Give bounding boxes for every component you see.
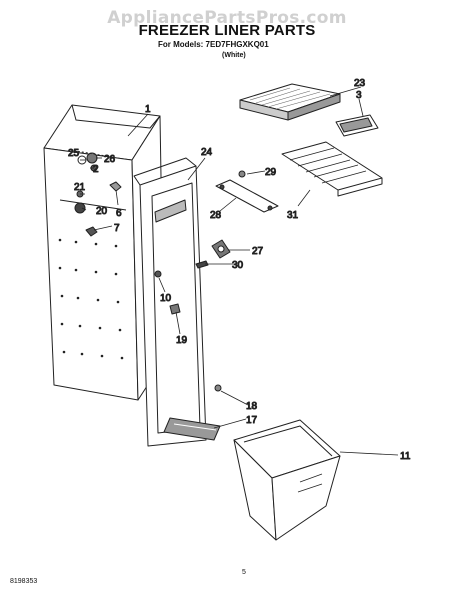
callout-21: 21 xyxy=(74,182,86,193)
model-line: For Models: 7ED7FHGXKQ01 xyxy=(158,40,269,49)
callout-25: 25 xyxy=(68,148,80,159)
page-number: 5 xyxy=(242,569,246,576)
callout-2: 2 xyxy=(93,164,99,175)
callout-19: 19 xyxy=(176,335,188,346)
callout-3: 3 xyxy=(356,90,362,101)
callout-28: 28 xyxy=(210,210,222,221)
callout-27: 27 xyxy=(252,246,264,257)
diagram-title: FREEZER LINER PARTS xyxy=(138,22,316,39)
callout-7: 7 xyxy=(114,223,120,234)
callout-17: 17 xyxy=(246,415,258,426)
wire-shelf-31 xyxy=(281,141,383,197)
shelf-tray-23 xyxy=(239,83,341,121)
callout-10: 10 xyxy=(160,293,172,304)
callout-30: 30 xyxy=(232,260,244,271)
freezer-basket-11 xyxy=(233,419,341,541)
color-variant: (White) xyxy=(222,52,246,59)
document-number: 8198353 xyxy=(10,578,38,585)
fitting-27 xyxy=(195,239,231,269)
callout-24: 24 xyxy=(201,147,213,158)
callout-18: 18 xyxy=(246,401,258,412)
bin-insert-3 xyxy=(335,114,379,137)
callout-1: 1 xyxy=(145,104,151,115)
callout-31: 31 xyxy=(287,210,299,221)
bottom-strip-17 xyxy=(163,417,221,441)
callout-20: 20 xyxy=(96,206,108,217)
callout-29: 29 xyxy=(265,167,277,178)
shelf-support-28 xyxy=(215,170,279,213)
callout-26: 26 xyxy=(104,154,116,165)
fasteners xyxy=(154,270,222,392)
leader-lines xyxy=(80,86,399,456)
callout-23: 23 xyxy=(354,78,366,89)
watermark: AppliancePartsPros.com xyxy=(107,8,347,28)
callout-11: 11 xyxy=(400,451,411,462)
callout-6: 6 xyxy=(116,208,122,219)
